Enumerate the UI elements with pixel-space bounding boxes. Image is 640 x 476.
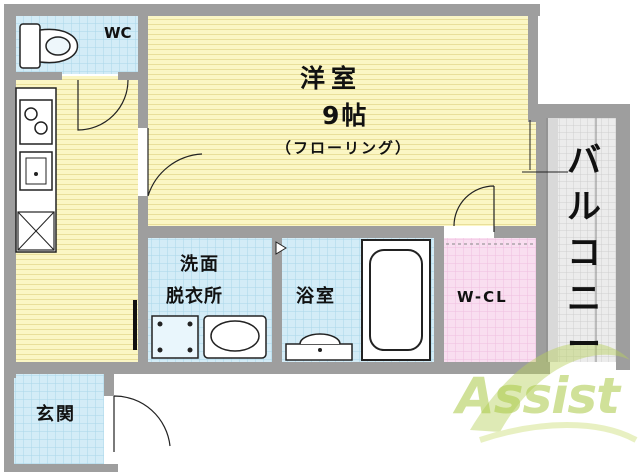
room-door-swing: [147, 128, 203, 197]
watermark-swoosh: [470, 342, 638, 443]
closet-label: W-CL: [457, 288, 508, 306]
entrance-door-swing: [113, 395, 171, 452]
assist-logo: Assist: [456, 366, 636, 426]
balcony-floor: [548, 118, 624, 362]
western-room-name: 洋室: [300, 64, 363, 93]
entrance-floor: [14, 374, 104, 464]
toilet-fixture: [19, 23, 79, 69]
balcony-inner: [548, 118, 558, 362]
assist-logo-text: Assist: [456, 367, 620, 425]
bathroom-sink: [285, 333, 353, 361]
western-room-size: 9帖: [322, 101, 369, 130]
toilet-door-swing: [77, 79, 129, 131]
western-room-flooring: （フローリング）: [276, 139, 413, 157]
closet-door-swing: [453, 185, 495, 232]
balcony-door-swing: [522, 120, 568, 173]
balcony-label: バルコニー: [567, 141, 601, 365]
washing-machine-pan: [151, 315, 199, 359]
bathroom-label: 浴室: [296, 286, 336, 307]
walls: [4, 4, 630, 472]
western-room-floor: [148, 16, 536, 226]
kitchen-counter: [15, 87, 57, 253]
washroom-label-line2: 脱衣所: [166, 286, 223, 307]
washroom-label-line1: 洗面: [180, 254, 220, 275]
bathtub: [361, 239, 431, 361]
wash-basin: [203, 315, 267, 359]
toilet-label: WC: [104, 24, 132, 42]
entrance-label: 玄関: [36, 404, 76, 425]
closet-floor: [444, 238, 536, 362]
